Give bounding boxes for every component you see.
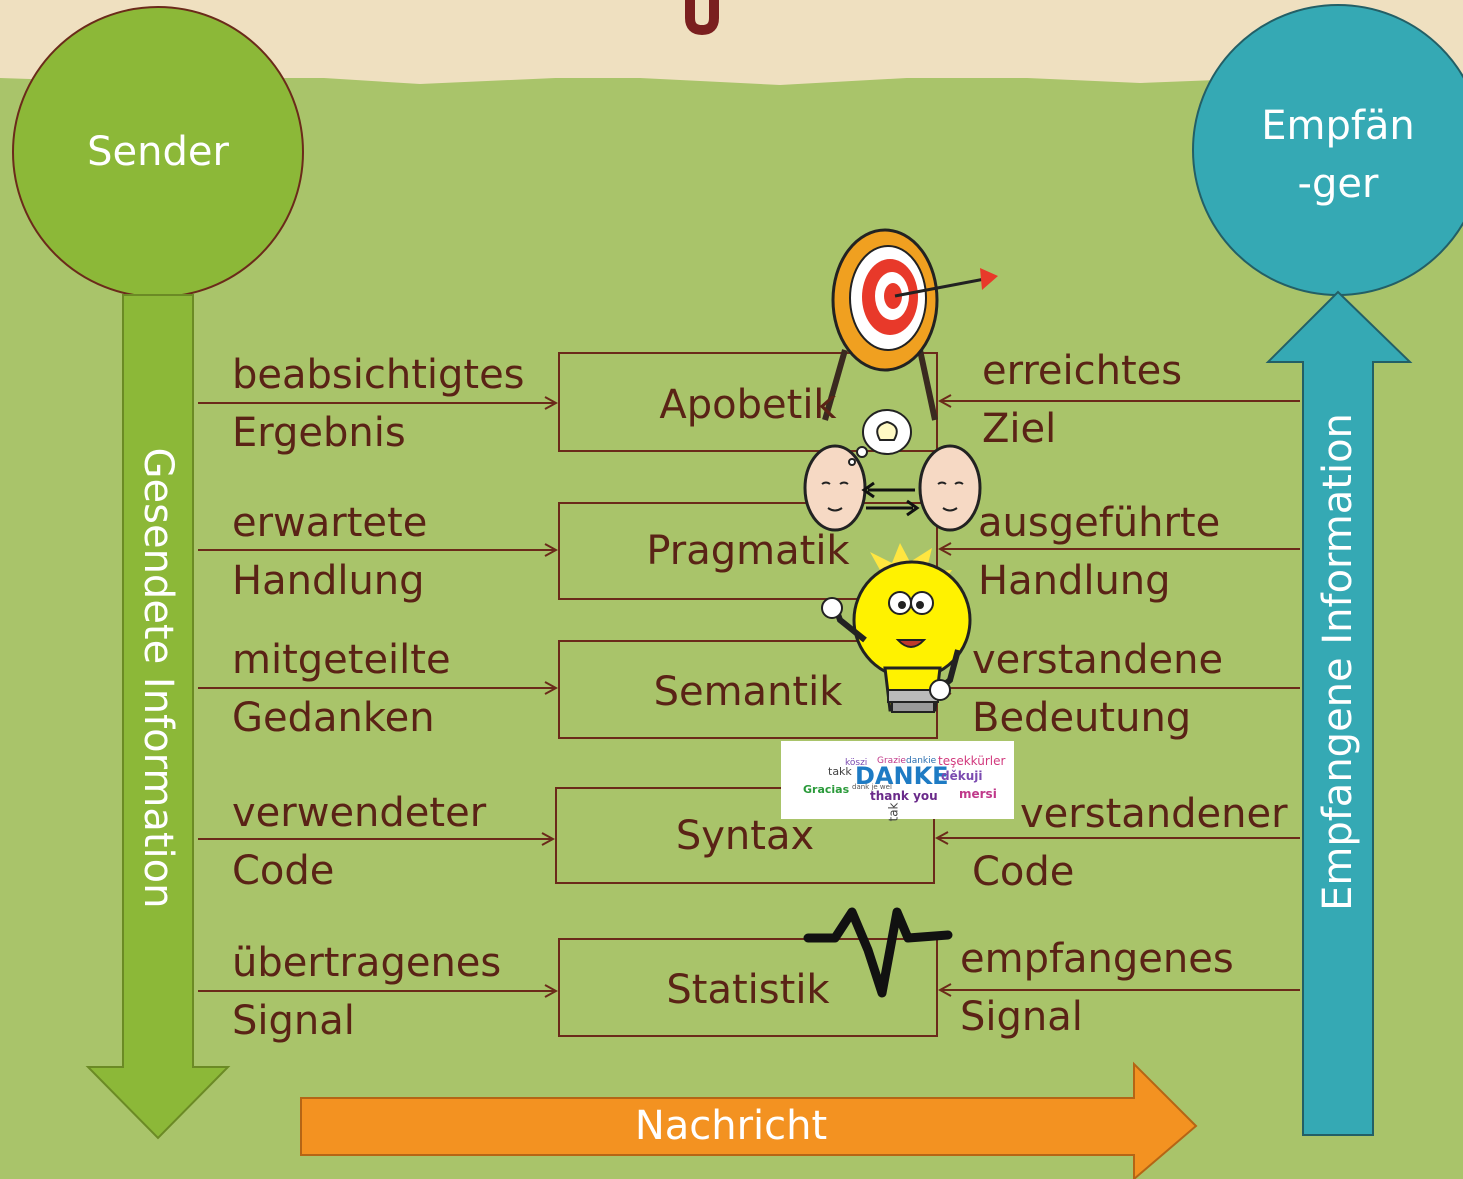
level-name-pragmatik: Pragmatik: [646, 528, 850, 574]
wordcloud-word: köszi: [845, 758, 868, 768]
level-name-apobetik: Apobetik: [659, 382, 837, 428]
receiver-label-line2: -ger: [1297, 161, 1379, 207]
wordcloud-word: dankie: [906, 756, 937, 766]
target-icon: [822, 228, 998, 421]
receiver-circle: [1192, 4, 1463, 296]
signal-pulse-icon: [803, 907, 953, 998]
left-label-semantik-line2: Gedanken: [232, 695, 435, 741]
level-name-syntax: Syntax: [675, 813, 815, 859]
wordcloud-word: děkuji: [941, 769, 983, 783]
wordcloud-word-main: DANKE: [855, 762, 949, 790]
left-label-apobetik-line2: Ergebnis: [232, 410, 406, 456]
sender-label: Sender: [87, 129, 229, 175]
wordcloud-word: mersi: [959, 787, 997, 801]
right-label-statistik-line1: empfangenes: [960, 936, 1234, 982]
lightbulb-idea-icon: [821, 543, 972, 713]
level-box-syntax: [555, 787, 935, 884]
right-label-pragmatik-line2: Handlung: [978, 558, 1171, 604]
right-label-semantik-line2: Bedeutung: [972, 695, 1192, 741]
wordcloud-word: takk: [828, 765, 852, 778]
level-box-apobetik: [558, 352, 938, 452]
sent-information-arrow: [85, 294, 231, 1140]
left-label-statistik-line1: übertragenes: [232, 940, 502, 986]
right-label-syntax-line1: verstandener: [1020, 791, 1288, 837]
right-label-apobetik-line1: erreichtes: [982, 348, 1183, 394]
wordcloud-word: teşekkürler: [938, 754, 1006, 768]
wordcloud-word: Grazie: [877, 756, 906, 766]
left-label-semantik-line1: mitgeteilte: [232, 637, 451, 683]
level-name-semantik: Semantik: [653, 669, 843, 715]
message-label: Nachricht: [634, 1103, 828, 1149]
left-label-apobetik-line1: beabsichtigtes: [232, 352, 525, 398]
left-label-statistik-line2: Signal: [232, 998, 355, 1044]
right-label-statistik-line2: Signal: [960, 994, 1083, 1040]
receiver-label-line1: Empfän: [1261, 103, 1415, 149]
header-torn-edge: [0, 60, 1463, 85]
right-label-semantik-line1: verstandene: [972, 637, 1224, 683]
wordcloud-word: thank you: [870, 789, 938, 803]
header-title-fragment: [685, 0, 719, 36]
communicating-heads-icon: [803, 409, 982, 532]
message-arrow-shape: [300, 1061, 1198, 1179]
wordcloud-word: dank je wel: [852, 783, 892, 791]
left-label-syntax-line1: verwendeter: [232, 790, 487, 836]
level-name-statistik: Statistik: [666, 967, 830, 1013]
received-information-label: Empfangene Information: [1315, 413, 1361, 911]
received-information-arrow: [1265, 290, 1413, 1136]
right-label-pragmatik-line1: ausgeführte: [978, 500, 1221, 546]
level-box-pragmatik: [558, 502, 938, 600]
right-label-apobetik-line2: Ziel: [982, 406, 1057, 452]
left-label-syntax-line2: Code: [232, 848, 335, 894]
left-label-pragmatik-line2: Handlung: [232, 558, 425, 604]
level-box-statistik: [558, 938, 938, 1037]
wordcloud-word: Gracias: [803, 783, 850, 796]
wordcloud-card: [781, 741, 1014, 819]
sent-information-label: Gesendete Information: [135, 447, 181, 909]
right-label-syntax-line2: Code: [972, 849, 1075, 895]
left-label-pragmatik-line1: erwartete: [232, 500, 428, 546]
wordcloud-word: tak: [886, 802, 901, 822]
